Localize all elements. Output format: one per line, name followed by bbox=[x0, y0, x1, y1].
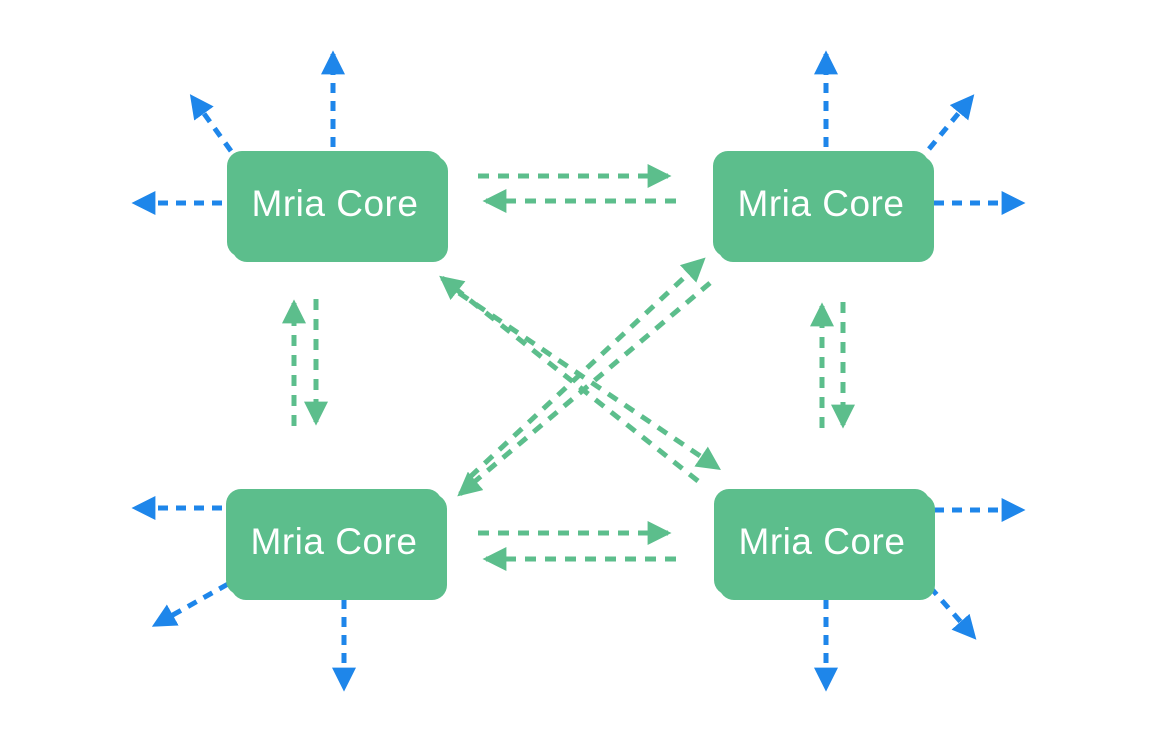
node-mria-core-top-left: Mria Core bbox=[227, 151, 443, 257]
external-link-top-left-up-left-arrow bbox=[189, 94, 234, 153]
node-mria-core-top-right: Mria Core bbox=[713, 151, 929, 257]
node-label: Mria Core bbox=[250, 521, 418, 562]
node-mria-core-bottom-right: Mria Core bbox=[714, 489, 930, 595]
node-label: Mria Core bbox=[737, 183, 905, 224]
core-link-diagonal-down-right-arrow bbox=[457, 290, 721, 471]
node-label: Mria Core bbox=[738, 521, 906, 562]
core-link-diagonal-up-right-arrow bbox=[468, 257, 706, 479]
node-label: Mria Core bbox=[251, 183, 419, 224]
external-link-bottom-left-down-left-arrow bbox=[151, 581, 230, 628]
node-mria-core-bottom-left: Mria Core bbox=[226, 489, 442, 595]
external-link-top-right-up-right-arrow bbox=[927, 94, 975, 151]
external-link-bottom-right-down-right-arrow bbox=[928, 585, 977, 640]
core-link-diagonal-up-left-arrow bbox=[439, 275, 700, 483]
